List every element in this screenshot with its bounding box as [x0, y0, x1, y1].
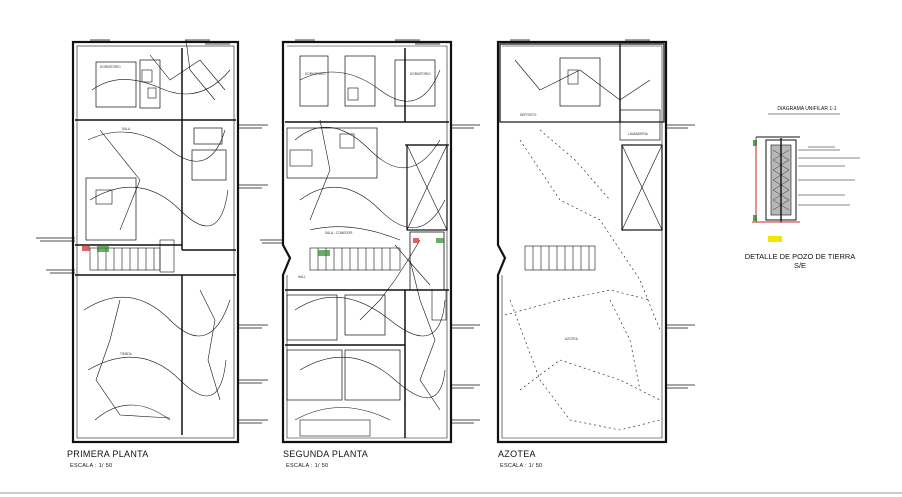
ground-well-detail [752, 113, 860, 242]
plan-scale-segunda: ESCALA : 1/ 50 [286, 463, 329, 469]
plan-primera: DORMITORIO SALA TIENDA [36, 39, 268, 444]
plan-scale-azotea: ESCALA : 1/ 50 [500, 463, 543, 469]
room-label: HALL [298, 275, 306, 279]
plan-azotea: AZOTEA DEPOSITO LAVANDERIA [496, 39, 695, 444]
room-label: DORMITORIO [305, 72, 326, 76]
room-label: DORMITORIO [410, 72, 431, 76]
room-label: DEPOSITO [520, 113, 537, 117]
room-label: TIENDA [120, 352, 133, 356]
detail-title-line2: S/E [793, 261, 807, 270]
room-label: DORMITORIO [100, 65, 121, 69]
room-label: SALA [122, 127, 131, 131]
room-label: AZOTEA [565, 337, 579, 341]
plan-title-segunda: SEGUNDA PLANTA [283, 449, 369, 459]
plan-segunda: DORMITORIO DORMITORIO HALL SALA - COMEDO… [260, 39, 480, 444]
detail-title: DETALLE DE POZO DE TIERRA S/E [740, 252, 860, 270]
room-label: LAVANDERIA [628, 132, 649, 136]
plan-title-azotea: AZOTEA [498, 449, 536, 459]
plan-title-primera: PRIMERA PLANTA [67, 449, 149, 459]
detail-diagram-label: DIAGRAMA UNIFILAR 1-1 [777, 106, 837, 112]
plan-scale-primera: ESCALA : 1/ 50 [70, 463, 113, 469]
room-label: SALA - COMEDOR [325, 231, 353, 235]
detail-title-line1: DETALLE DE POZO DE TIERRA [744, 252, 856, 261]
